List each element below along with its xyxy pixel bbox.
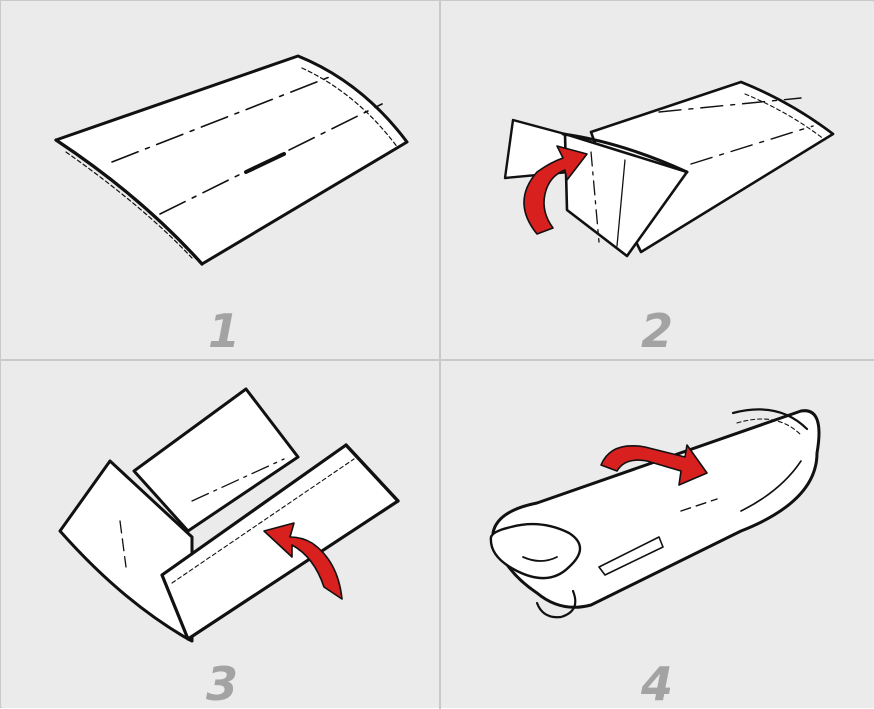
- step-number: 1: [184, 308, 264, 354]
- step-3-panel: 3: [2, 361, 439, 708]
- second-fold-illustration: [2, 361, 439, 708]
- step-1-panel: 1: [2, 2, 439, 359]
- step-number: 3: [182, 661, 262, 707]
- step-number: 2: [617, 308, 697, 354]
- vertical-divider: [439, 1, 441, 709]
- step-4-panel: 4: [441, 361, 874, 708]
- rolled-cloth-illustration: [441, 361, 874, 708]
- step-number: 4: [617, 661, 697, 707]
- horizontal-divider: [1, 359, 874, 361]
- step-2-panel: 2: [441, 2, 874, 359]
